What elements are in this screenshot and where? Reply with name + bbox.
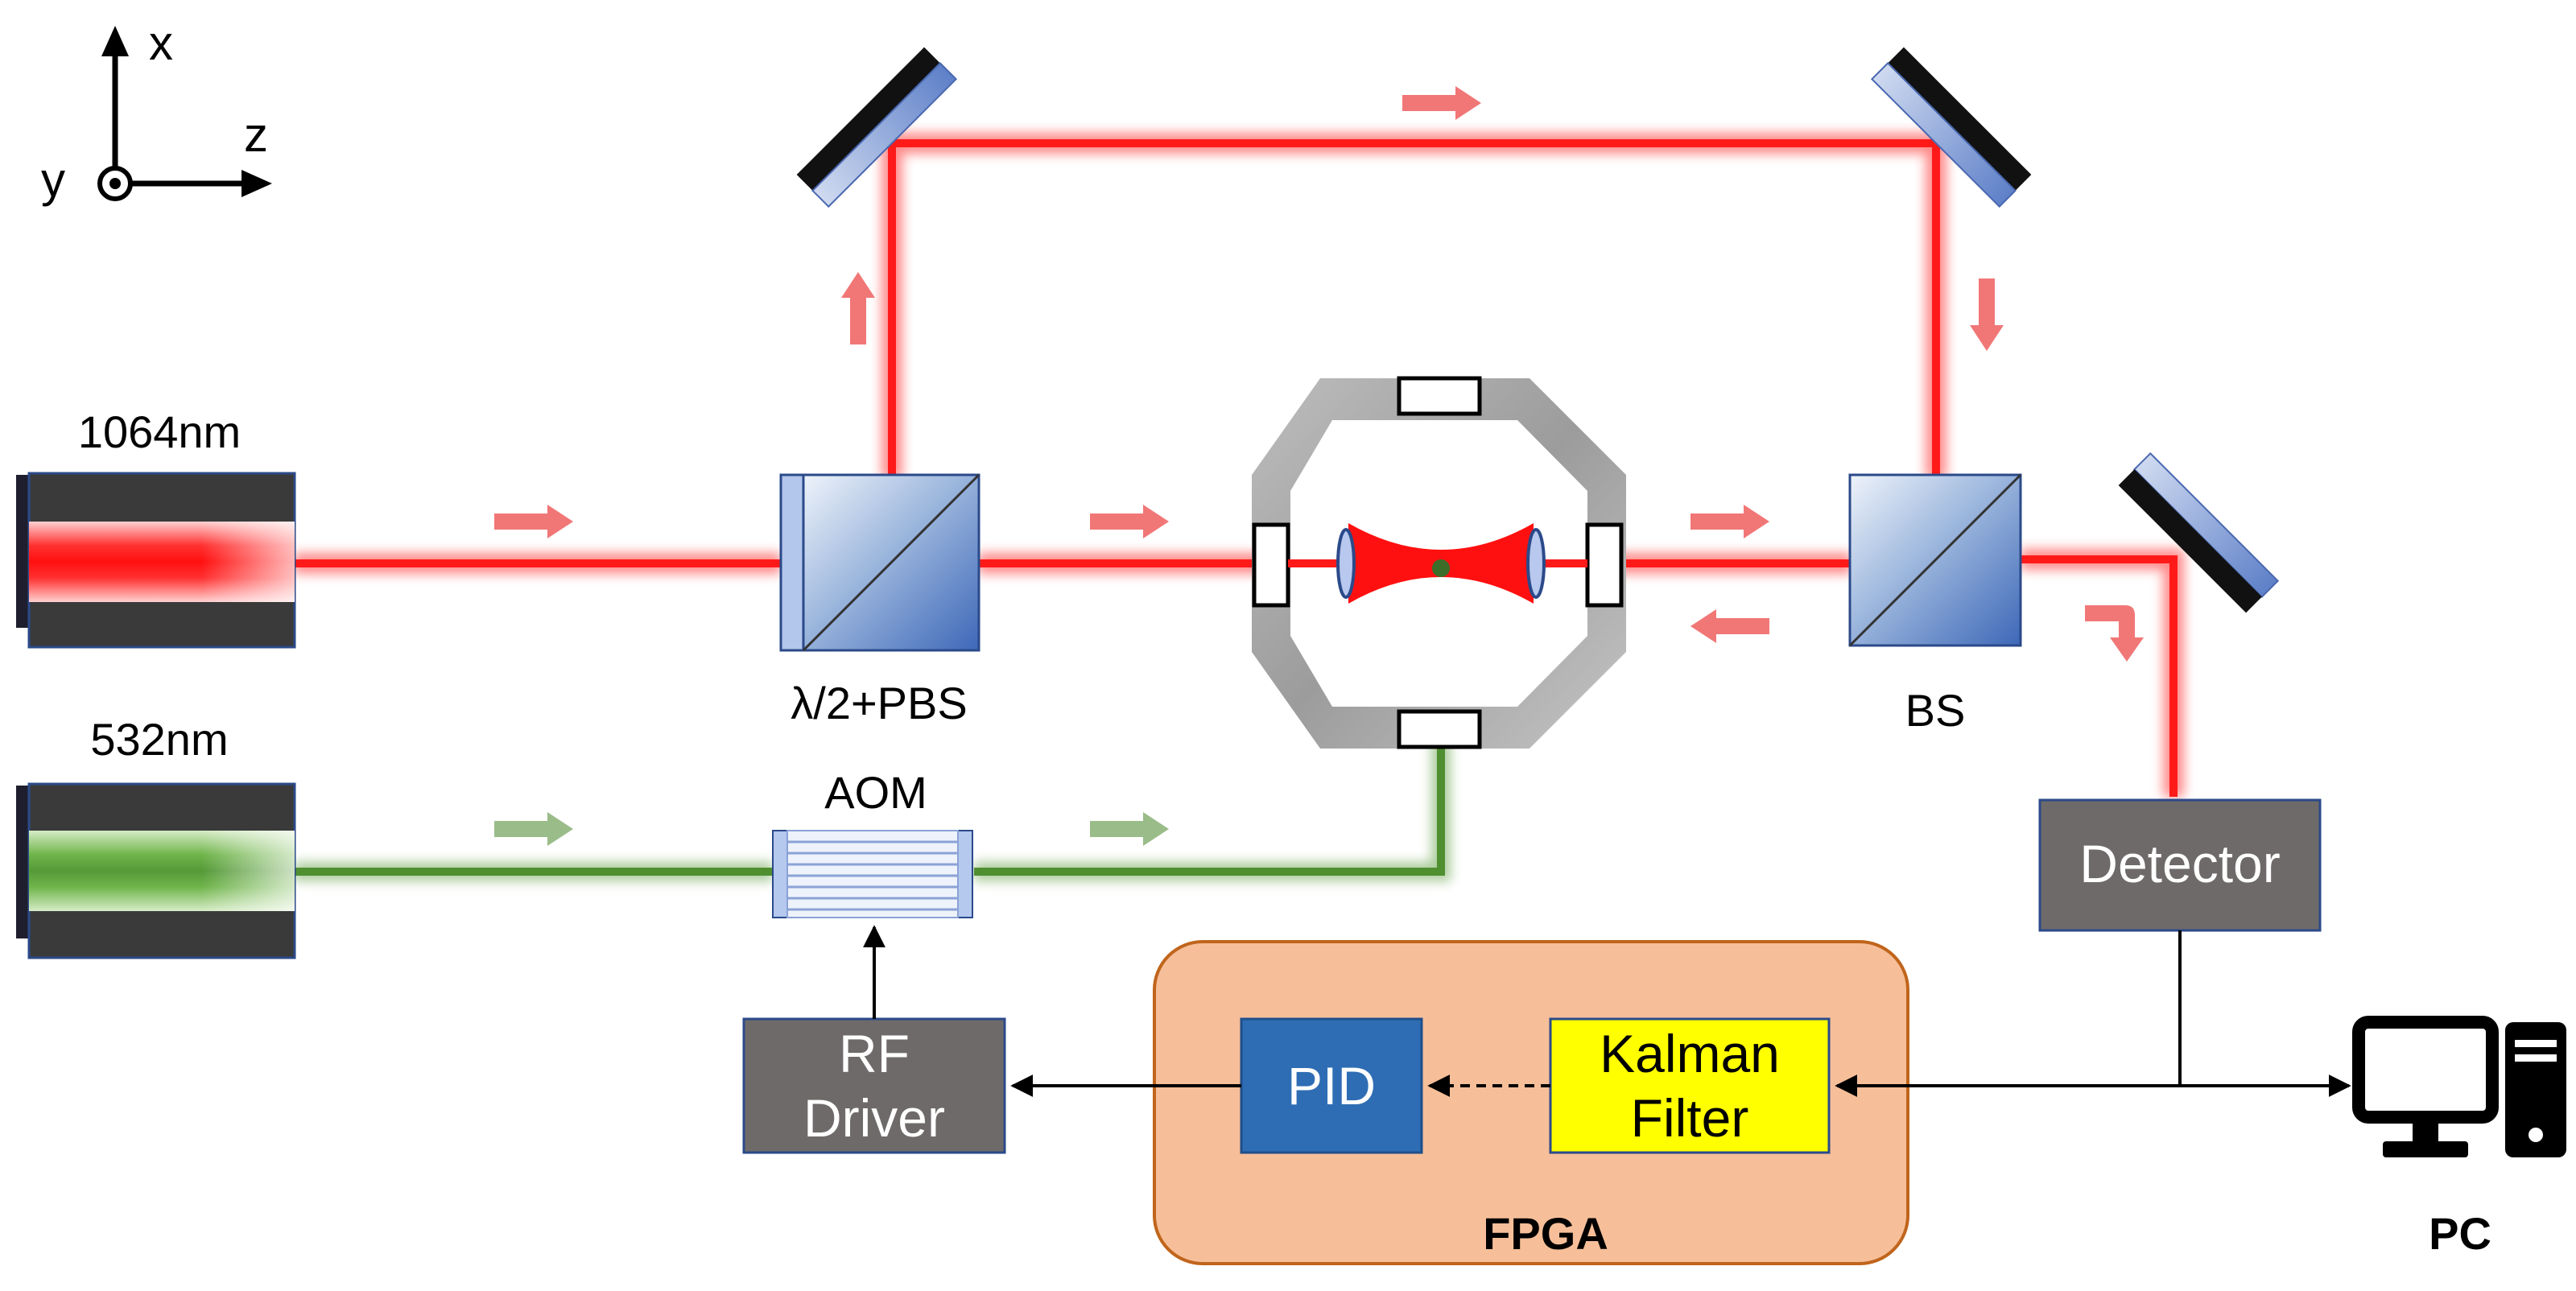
rf-driver-box	[742, 1017, 1006, 1154]
beam-arrow-icon	[1402, 86, 1481, 120]
beam-arrow-icon	[1690, 609, 1769, 643]
mirror-right	[2118, 452, 2280, 613]
laser-1064nm-label: 1064nm	[78, 406, 241, 457]
computer-icon	[2352, 1016, 2566, 1157]
mirror-top-right	[1870, 47, 2032, 208]
beam-arrow-icon	[494, 812, 573, 846]
beam-arrows-green	[494, 812, 1169, 846]
red-beam-paths	[294, 133, 2184, 797]
aom-label: AOM	[824, 767, 927, 818]
kalman-filter-box	[1549, 1017, 1831, 1154]
laser-1064nm	[16, 472, 296, 649]
axis-x-label: x	[149, 16, 173, 70]
pbs-label: λ/2+PBS	[791, 678, 967, 728]
detector-label: Detector	[2079, 834, 2280, 893]
kalman-label-line2: Filter	[1631, 1088, 1749, 1148]
signal-lines	[863, 925, 2351, 1097]
laser-532nm	[16, 782, 296, 959]
beam-arrow-icon	[1690, 505, 1769, 538]
kalman-label-line1: Kalman	[1600, 1024, 1780, 1083]
mirror-top-left	[796, 47, 958, 208]
beam-arrow-icon	[1090, 505, 1169, 538]
axis-y-label: y	[41, 153, 65, 207]
aom	[772, 830, 973, 918]
beam-arrows-red	[494, 86, 2144, 662]
pbs-cube	[779, 473, 980, 652]
axis-arrows-icon	[97, 26, 272, 201]
pid-label: PID	[1287, 1056, 1376, 1116]
pid-box	[1240, 1017, 1423, 1154]
bs-cube	[1848, 473, 2022, 647]
pc-label: PC	[2429, 1208, 2491, 1259]
bs-label: BS	[1905, 685, 1966, 736]
beam-arrow-icon	[494, 505, 573, 538]
axis-z-label: z	[244, 108, 268, 162]
fpga-label: FPGA	[1483, 1208, 1608, 1259]
beam-arrow-icon	[2085, 605, 2144, 662]
beam-arrow-icon	[841, 272, 875, 344]
cavity-beam	[1288, 523, 1587, 604]
beam-arrow-icon	[1970, 278, 2004, 351]
laser-532nm-label: 532nm	[90, 714, 228, 765]
rf-driver-label-line1: RF	[839, 1024, 910, 1083]
rf-driver-label-line2: Driver	[803, 1088, 945, 1148]
beam-arrow-icon	[1090, 812, 1169, 846]
